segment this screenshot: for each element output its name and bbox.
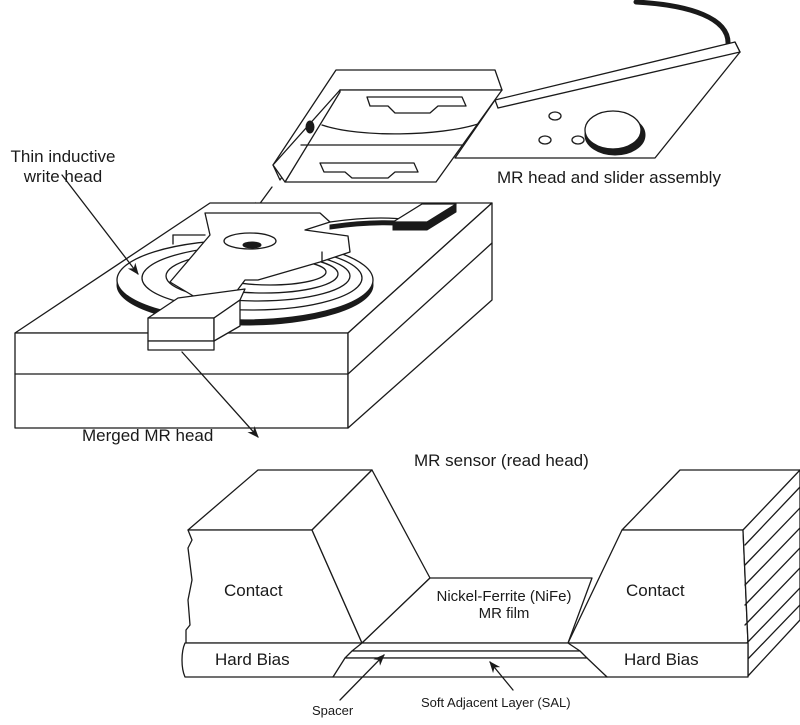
mr-sensor-contacts: [185, 469, 800, 677]
write-head-pole: [147, 212, 351, 351]
mr-sensor-label: MR sensor (read head): [414, 451, 589, 470]
hard-bias-right-label: Hard Bias: [624, 650, 699, 669]
merged-head-label: Merged MR head: [82, 426, 214, 445]
contact-right-label: Contact: [626, 581, 685, 600]
hard-bias-left-label: Hard Bias: [215, 650, 290, 669]
write-head-label-line1: Thin inductive: [10, 147, 116, 166]
spacer-layer: [351, 642, 581, 652]
spacer-arrow: [339, 654, 385, 701]
arm-hole: [548, 111, 562, 121]
slider-assembly-label: MR head and slider assembly: [497, 168, 721, 187]
slider-block: [272, 69, 503, 183]
suspension-arm: [454, 41, 741, 159]
sal-arrow: [489, 661, 514, 691]
arm-hole: [571, 135, 585, 145]
write-head-arrow: [61, 174, 139, 275]
nife-film-label-line2: MR film: [478, 605, 530, 623]
lead-wire: [633, 0, 731, 48]
slider-assembly: [272, 0, 741, 183]
mr-sensor: [181, 469, 800, 701]
hard-bias-layers: [181, 642, 749, 678]
sal-label: Soft Adjacent Layer (SAL): [421, 695, 571, 710]
nife-film-label: Nickel-Ferrite (NiFe) MR film: [418, 588, 590, 623]
sal-layer: [332, 650, 608, 678]
contact-left-label: Contact: [224, 581, 283, 600]
write-head-label: Thin inductive write head: [2, 147, 124, 186]
merged-head-arrow: [181, 351, 259, 438]
spacer-label: Spacer: [312, 703, 354, 718]
write-head-label-line2: write head: [23, 166, 103, 186]
slider-pin: [305, 120, 315, 134]
arm-hole: [538, 135, 552, 145]
nife-film-label-line1: Nickel-Ferrite (NiFe): [436, 588, 572, 605]
